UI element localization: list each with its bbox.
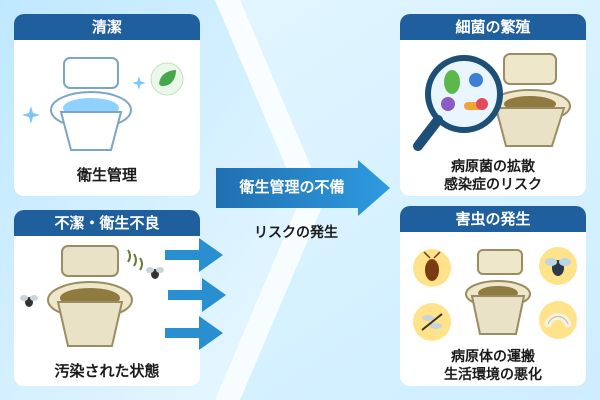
mosquito-icon <box>413 303 451 341</box>
pests-card-line2: 生活環境の悪化 <box>444 367 542 383</box>
middle-arrow-shape <box>216 160 390 216</box>
bacteria-card-line1: 病原菌の拡散 <box>451 159 535 175</box>
dirty-card-caption: 汚染された状態 <box>54 362 160 380</box>
dirty-card: 不潔・衛生不良 汚染された状態 <box>14 210 200 386</box>
arrow-right-icon <box>165 238 223 272</box>
pests-card-line1: 病原体の運搬 <box>451 349 535 365</box>
bacteria-card-title: 細菌の繁殖 <box>400 14 586 40</box>
toilet-clean-icon <box>50 57 132 151</box>
fly-icon <box>539 247 577 285</box>
fly-icon <box>20 295 38 307</box>
clean-card: 清潔 衛生管理 <box>14 14 200 196</box>
larva-icon <box>539 301 577 339</box>
middle-banner-text: 衛生管理の不備 <box>239 178 345 196</box>
pests-card-title: 害虫の発生 <box>400 206 586 232</box>
sparkle-icon <box>22 106 40 124</box>
cockroach-icon <box>413 249 451 287</box>
clean-card-caption: 衛生管理 <box>76 166 137 184</box>
leaf-icon <box>150 62 184 96</box>
bacteria-card-line2: 感染症のリスク <box>444 177 542 193</box>
sparkle-icon <box>132 76 146 90</box>
fly-icon <box>146 267 164 279</box>
bacteria-card: 細菌の繁殖 病原菌の拡散 感染症のリスク <box>400 14 586 196</box>
dirty-card-title: 不潔・衛生不良 <box>14 210 200 236</box>
pests-card: 害虫の発生 病原体の運搬 <box>400 206 586 386</box>
toilet-dirty-icon <box>465 249 531 335</box>
magnifier-bacteria-icon <box>413 53 571 151</box>
clean-card-title: 清潔 <box>14 14 200 40</box>
toilet-dirty-icon <box>47 245 143 347</box>
middle-subtitle: リスクの発生 <box>254 225 338 241</box>
arrow-right-icon <box>168 278 226 312</box>
arrow-right-icon <box>165 316 223 350</box>
